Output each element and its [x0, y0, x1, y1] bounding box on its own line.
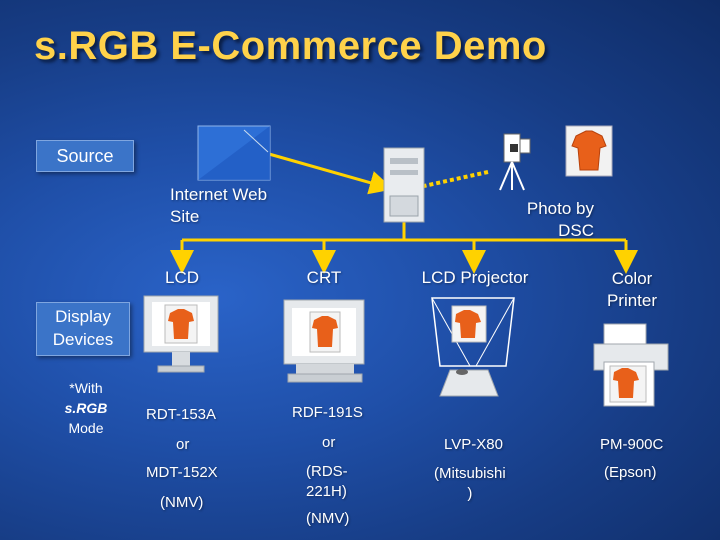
camera-to-computer-link	[423, 170, 489, 188]
crt-model-2: (RDS- 221H)	[306, 462, 348, 502]
internet-web-site-label: Internet Web Site	[170, 184, 267, 228]
printer-label-line2: Printer	[606, 291, 658, 310]
web-to-computer-arrow	[261, 150, 394, 195]
mode-note-line1: *With	[69, 380, 103, 396]
projector-maker: (Mitsubishi )	[434, 464, 506, 504]
printer-model: PM-900C	[600, 436, 664, 453]
crt-monitor-icon	[283, 299, 365, 383]
printer-icon	[593, 323, 669, 407]
crt-maker: (NMV)	[306, 510, 350, 527]
photo-by-dsc-label: Photo by DSC	[514, 198, 594, 242]
crt-label: CRT	[306, 268, 342, 287]
shirt-photo-icon	[565, 125, 613, 177]
web-page-icon	[197, 125, 271, 181]
printer-label-line1: Color	[611, 269, 653, 288]
lcd-model-1: RDT-153A	[146, 406, 217, 423]
mode-note-line2: s.RGB	[64, 400, 108, 416]
slide-title: s.RGB E-Commerce Demo	[34, 24, 547, 68]
lcd-label: LCD	[164, 268, 199, 287]
display-devices-line1: Display	[55, 307, 111, 326]
photo-label-line1: Photo by	[526, 199, 594, 218]
crt-model-2-line1: (RDS-	[306, 463, 348, 480]
crt-model-1: RDF-191S	[292, 404, 363, 421]
crt-model-2-line2: 221H)	[306, 483, 347, 500]
mode-note-line3: Mode	[68, 420, 104, 436]
display-devices-line2: Devices	[52, 330, 114, 349]
computer-tower-icon	[383, 147, 425, 223]
srgb-mode-note: *With s.RGB Mode	[58, 378, 114, 438]
internet-label-line1: Internet Web	[170, 185, 268, 204]
crt-or: or	[322, 434, 336, 451]
projector-icon	[431, 297, 515, 397]
lcd-model-2: MDT-152X	[146, 464, 218, 481]
source-label: Source	[36, 140, 134, 172]
projector-maker-line2: )	[467, 485, 473, 502]
display-devices-label: Display Devices	[36, 302, 130, 356]
projector-model: LVP-X80	[444, 436, 503, 453]
internet-label-line2: Site	[170, 207, 200, 226]
projector-maker-line1: (Mitsubishi	[434, 465, 506, 482]
color-printer-label: Color Printer	[592, 268, 672, 312]
photo-label-line2: DSC	[558, 221, 594, 240]
printer-maker: (Epson)	[604, 464, 657, 481]
lcd-projector-label: LCD Projector	[421, 268, 529, 287]
lcd-maker: (NMV)	[160, 494, 204, 511]
lcd-monitor-icon	[143, 295, 219, 373]
lcd-or: or	[176, 436, 190, 453]
camera-icon	[499, 133, 531, 191]
